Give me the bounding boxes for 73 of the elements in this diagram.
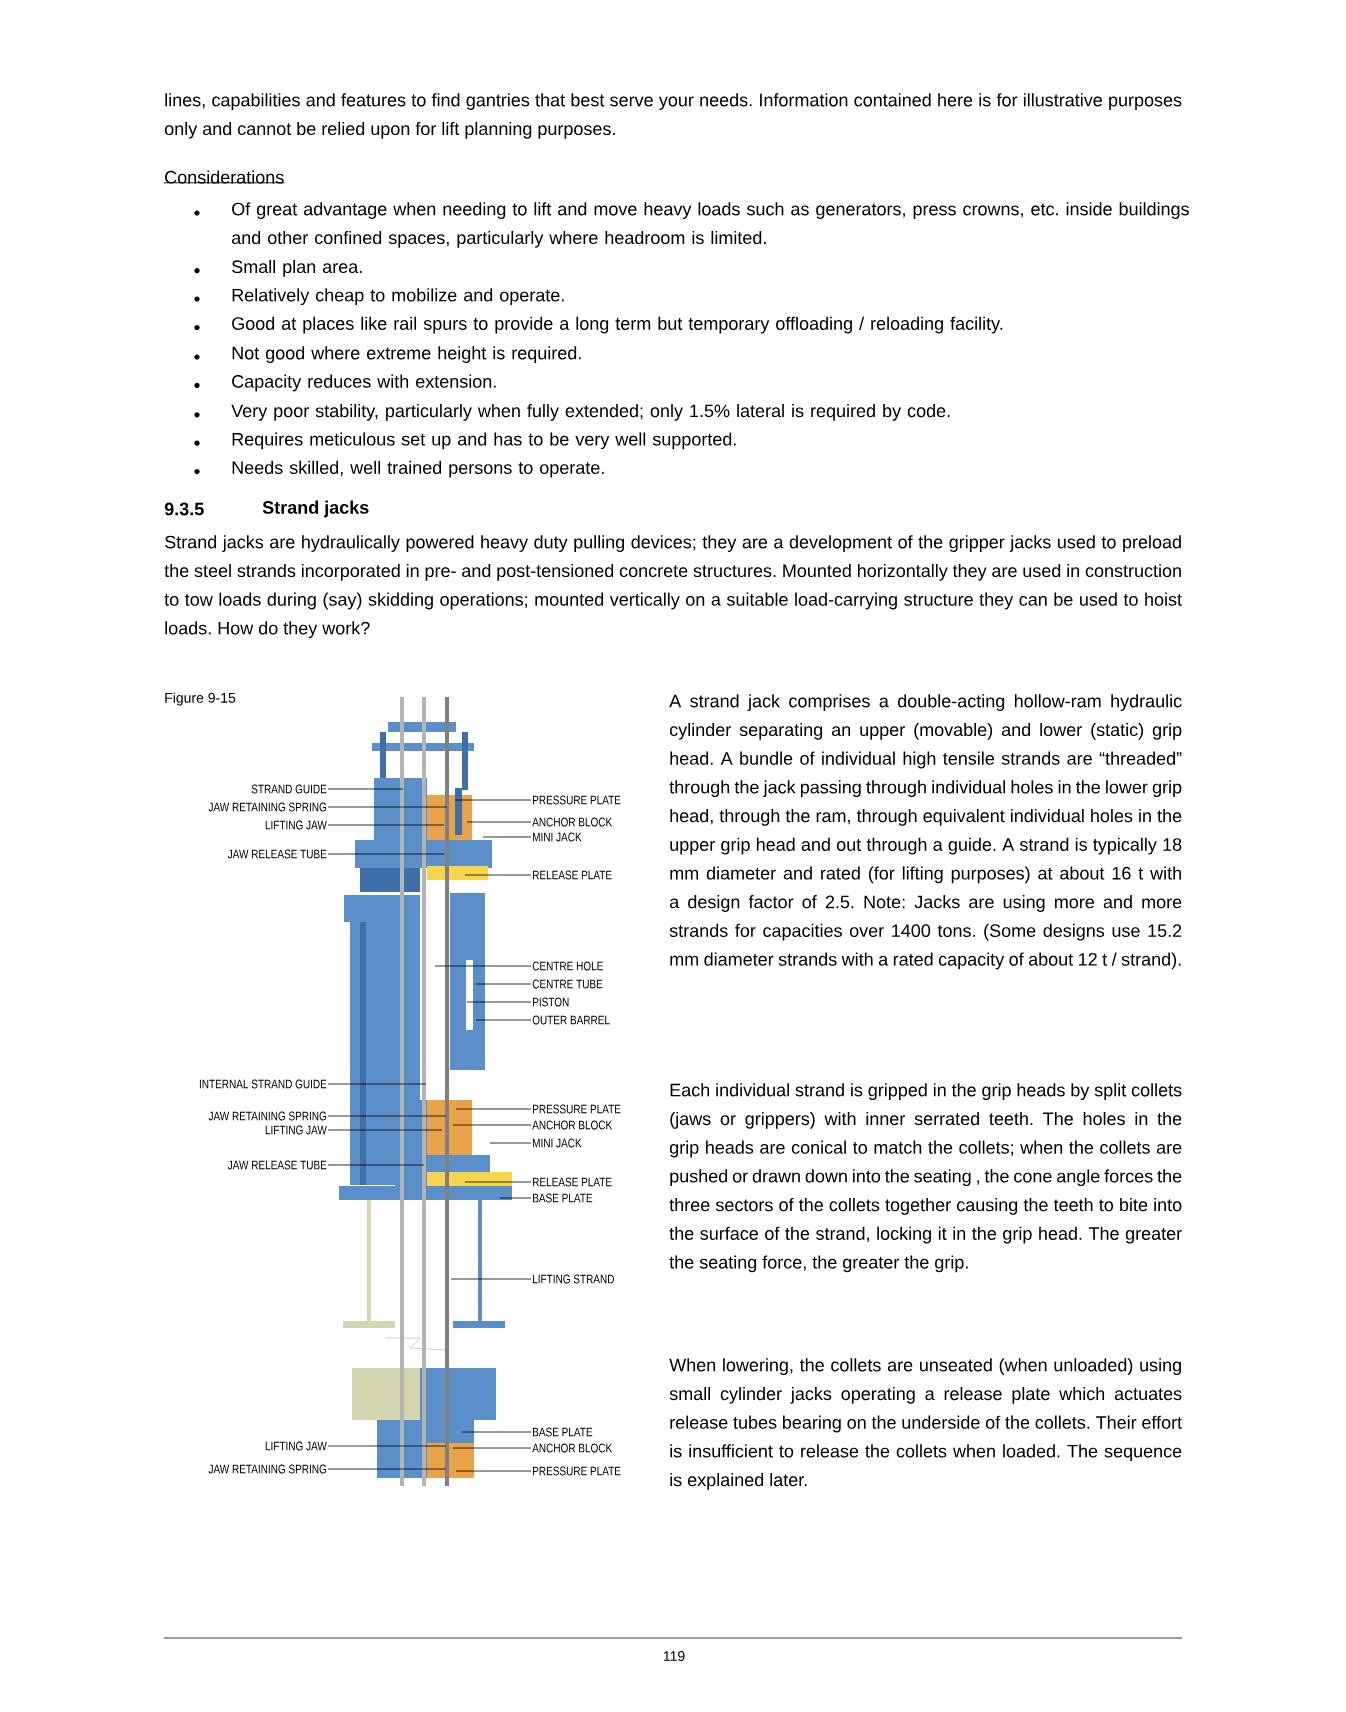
leader-line xyxy=(464,1181,532,1183)
leader-line xyxy=(327,1115,447,1117)
leader-line xyxy=(327,1468,447,1470)
part-label: LIFTING JAW xyxy=(265,820,327,830)
part-label: CENTRE HOLE xyxy=(532,961,603,971)
part-label: INTERNAL STRAND GUIDE xyxy=(199,1079,327,1089)
part-label: RELEASE PLATE xyxy=(533,870,612,880)
bullet-item: Of great advantage when needing to lift and move heavy loads such as generators, press crowns, etc. inside buildings and other confined spaces, particularly where headroom is limited. xyxy=(194,202,1189,248)
part-label: MINI JACK xyxy=(533,1138,582,1148)
figure-caption: Figure 9-15 xyxy=(165,692,236,706)
part-label: ANCHOR BLOCK xyxy=(532,1120,613,1130)
leader-line xyxy=(452,1447,532,1449)
leader-line xyxy=(450,1278,532,1280)
part-label: OUTER BARREL xyxy=(532,1015,610,1025)
leader-line xyxy=(452,1124,532,1126)
leader-line xyxy=(482,836,532,838)
part-label: LIFTING JAW xyxy=(265,1125,327,1135)
leader-line xyxy=(327,1445,447,1447)
leader-line xyxy=(475,983,532,985)
leader-line xyxy=(464,874,532,876)
body-paragraph: When lowering, the collets are unseated (when unloaded) using small cylinder jacks operating a release plate which actuates release tubes bearing on the underside of the collets. Their effort is insufficient to release the collets when loaded. The sequence is explained later. xyxy=(669,1358,1182,1490)
body-paragraph: Each individual strand is gripped in the grip heads by split collets (jaws or grippers) with inner serrated teeth. The holes in the grip heads are conical to match the collets; when the collets are pushed or drawn down into the seating , the cone angle forces the three sectors of the collets together causing the teeth to bite into the surface of the strand, locking it in the grip head. The greater the seating force, the greater the grip. xyxy=(669,1083,1182,1273)
bullet-item: Very poor stability, particularly when fully extended; only 1.5% lateral is required by code. xyxy=(194,404,950,421)
part-label: MINI JACK xyxy=(533,832,582,842)
section-heading: Strand jacks xyxy=(262,500,369,518)
leader-line xyxy=(455,1470,532,1472)
part-label: PRESSURE PLATE xyxy=(533,1104,621,1114)
body-paragraph: A strand jack comprises a double-acting hollow-ram hydraulic cylinder separating an upper (movable) and lower (static) grip head. A bundle of individual high tensile strands are “threaded” through the jack passing through individual holes in the lower grip head, through the ram, through equivalent individual holes in the upper grip head and out through a guide. A strand is typically 18 mm diameter and rated (for lifting purposes) at about 16 t with a design factor of 2.5. Note: Jacks are using more and more strands for capacities over 1400 tons. (Some designs use 15.2 mm diameter strands with a rated capacity of about 12 t / strand). xyxy=(669,694,1182,970)
section-number: 9.3.5 xyxy=(164,502,204,516)
part-label: LIFTING STRAND xyxy=(533,1274,614,1284)
part-label: PRESSURE PLATE xyxy=(533,1466,621,1476)
part-label: RELEASE PLATE xyxy=(533,1177,612,1187)
bullet-item: Not good where extreme height is required. xyxy=(194,346,581,363)
leader-line xyxy=(327,1164,425,1166)
part-label: STRAND GUIDE xyxy=(251,784,327,794)
leader-line xyxy=(327,1129,443,1131)
part-label: PISTON xyxy=(533,997,569,1007)
leader-line xyxy=(454,799,532,801)
bullet-item: Requires meticulous set up and has to be very well supported. xyxy=(194,432,736,450)
leader-line xyxy=(327,853,445,855)
part-label: JAW RETAINING SPRING xyxy=(208,1464,327,1474)
leader-line xyxy=(499,1197,532,1199)
bullet-item: Good at places like rail spurs to provide a long term but temporary offloading / reloading facility. xyxy=(194,316,1003,334)
leader-line xyxy=(434,965,532,967)
part-label: PRESSURE PLATE xyxy=(533,795,621,805)
part-label: LIFTING JAW xyxy=(265,1441,327,1451)
part-label: JAW RETAINING SPRING xyxy=(208,802,327,812)
part-label: ANCHOR BLOCK xyxy=(532,817,613,827)
bullet-item: Small plan area. xyxy=(194,259,362,277)
part-label: BASE PLATE xyxy=(533,1427,593,1437)
leader-line xyxy=(327,824,445,826)
leader-line xyxy=(455,1108,532,1110)
part-label: JAW RELEASE TUBE xyxy=(227,849,327,859)
body-paragraph: Strand jacks are hydraulically powered heavy duty pulling devices; they are a development of the gripper jacks used to preload the steel strands incorporated in pre- and post-tensioned concrete structures. Mounted horizontally they are used in construction to tow loads during (say) skidding operations; mounted vertically on a suitable load-carrying structure they can be used to hoist loads. How do they work? xyxy=(164,535,1182,639)
bullet-item: Needs skilled, well trained persons to operate. xyxy=(194,460,604,478)
part-label: CENTRE TUBE xyxy=(532,979,603,989)
part-label: JAW RELEASE TUBE xyxy=(227,1160,327,1170)
leader-line xyxy=(327,806,448,808)
bullet-item: Relatively cheap to mobilize and operate. xyxy=(194,288,564,306)
leader-line xyxy=(489,1142,532,1144)
leader-line xyxy=(466,1001,532,1003)
bullet-item: Capacity reduces with extension. xyxy=(194,374,496,392)
part-label: ANCHOR BLOCK xyxy=(532,1443,613,1453)
leader-line xyxy=(327,1083,427,1085)
part-label: JAW RETAINING SPRING xyxy=(208,1111,327,1121)
leader-line xyxy=(461,1431,532,1433)
part-label: BASE PLATE xyxy=(533,1193,593,1203)
subheading: Considerations xyxy=(163,170,285,184)
leader-line xyxy=(466,821,532,823)
body-paragraph: lines, capabilities and features to find gantries that best serve your needs. Information contained here is for illustrative purposes only and cannot be relied upon for lift planning purposes. xyxy=(164,93,1182,139)
page-number: 119 xyxy=(663,1651,685,1661)
leader-line xyxy=(475,1019,532,1021)
leader-line xyxy=(327,788,404,790)
